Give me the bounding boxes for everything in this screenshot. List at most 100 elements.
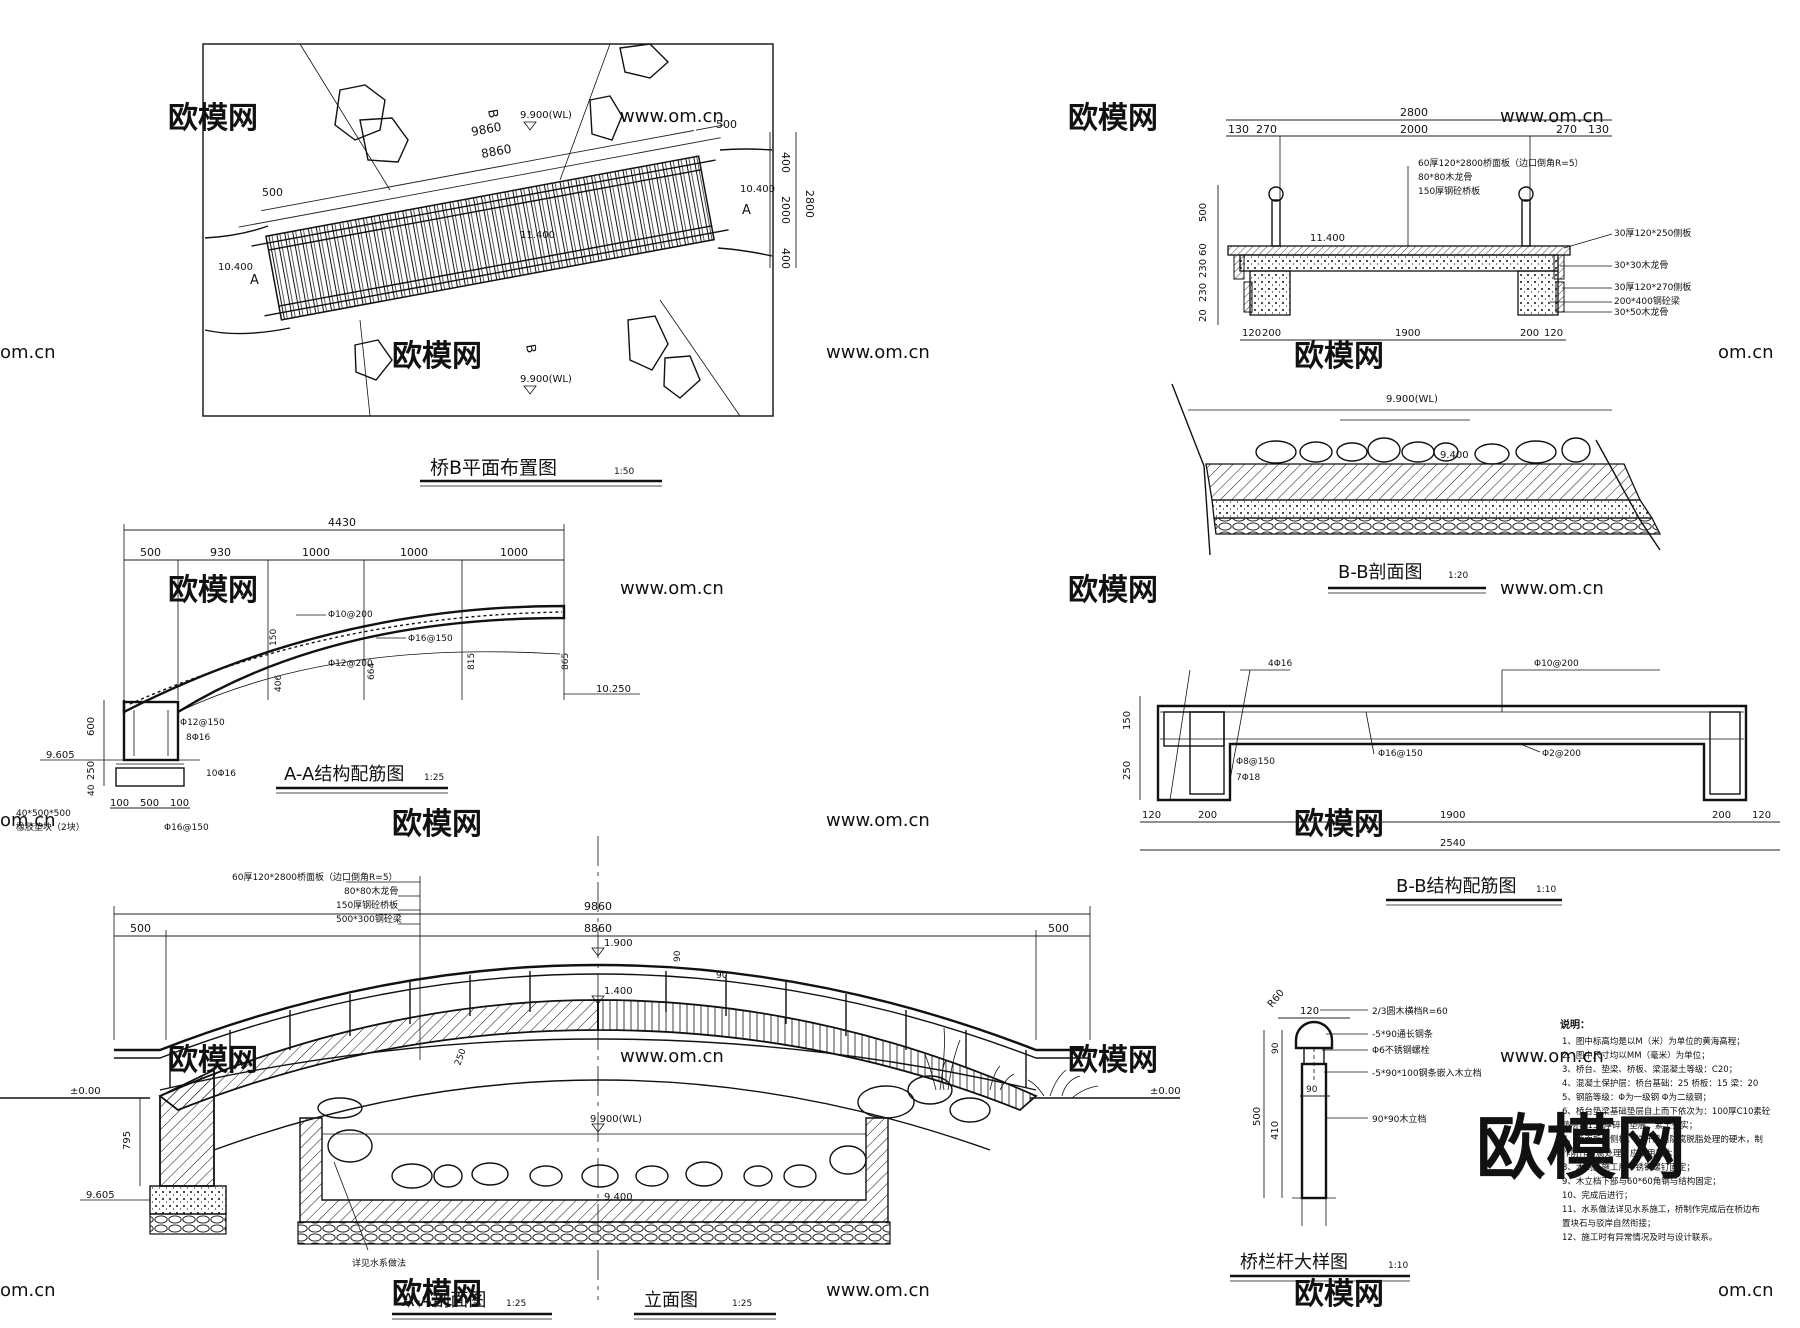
bb-dim-130: 130 — [1228, 123, 1249, 136]
elev-title: 立面图 — [644, 1290, 698, 1311]
bb-rebar-label: 7Φ18 — [1236, 773, 1261, 783]
bb-dim-120: 120 — [1242, 328, 1261, 339]
elev-dim-795: 795 — [122, 1131, 133, 1150]
bb-riverbed-stones — [1255, 437, 1591, 465]
bb-dim-230: 230 — [1198, 283, 1209, 302]
aa-vdim-406: 406 — [274, 675, 284, 692]
aa-pad — [115, 767, 185, 787]
plan-dim-8860: 8860 — [480, 142, 513, 161]
watermark-url: www.om.cn — [826, 342, 930, 363]
plan-stone — [619, 43, 670, 79]
bb-rebar-stirrup — [1163, 711, 1225, 747]
notes-item: 垫层、150厚碎石垫层、素土夯实； — [1562, 1120, 1697, 1131]
railing-label: 2/3圆木横档R=60 — [1372, 1005, 1448, 1017]
aa-dim-1000: 1000 — [500, 546, 528, 559]
railing-detail: 120 R60 90 500 410 90 2/3圆木横档R=60 -5*90通… — [1230, 988, 1482, 1282]
notes-heading: 说明： — [1560, 1018, 1590, 1031]
elev-section-scale: 1:25 — [506, 1299, 526, 1309]
bb-level-bed: 9.400 — [1440, 450, 1469, 461]
aa-dim-100: 100 — [170, 798, 189, 809]
bb-note: 60厚120*2800桥面板（边口倒角R=5） — [1418, 157, 1584, 169]
bb-note: 150厚钢砼桥板 — [1418, 185, 1480, 197]
plan-stone — [334, 84, 386, 141]
plan-centerline — [559, 43, 611, 181]
railing-dim-r60: R60 — [1266, 988, 1287, 1010]
railing-dim-120: 120 — [1300, 1006, 1319, 1017]
bb-rebar-leader — [1229, 669, 1251, 781]
aa-dim-500: 500 — [140, 546, 161, 559]
plan-title: 桥B平面布置图 — [430, 457, 557, 479]
bb-rebar-title: B-B结构配筋图 — [1396, 876, 1517, 897]
watermark-brand: 欧模网 — [392, 1277, 482, 1312]
aa-rebar-label: 10Φ16 — [206, 769, 236, 779]
railing-dim-410: 410 — [1270, 1121, 1281, 1140]
elev-level-marker — [591, 995, 605, 1005]
bb-beam — [1249, 270, 1291, 316]
bb-dim-270: 270 — [1556, 123, 1577, 136]
elev-level-right-ground: ±0.00 — [1150, 1086, 1181, 1097]
aa-arch-slab — [122, 604, 566, 714]
bb-level-water: 9.900(WL) — [1386, 394, 1438, 405]
bb-rebar-label: Φ10@200 — [1534, 659, 1579, 669]
aa-level-right: 10.250 — [596, 684, 631, 695]
watermark-url: www.om.cn — [826, 1280, 930, 1301]
bb-rebar-leader — [1365, 711, 1375, 755]
watermark-url: om.cn — [0, 342, 56, 363]
plan-level-right: 10.400 — [740, 184, 775, 195]
elev-footing — [149, 1185, 227, 1215]
plan-deck-rail — [278, 225, 712, 307]
bb-note: 30*30木龙骨 — [1614, 259, 1668, 271]
watermark-brand: 欧模网 — [1068, 573, 1158, 608]
railing-dim-90: 90 — [1306, 1085, 1318, 1095]
bb-side-board — [1553, 254, 1565, 280]
elev-level-crown: 1.900 — [604, 938, 633, 949]
elev-footing-base — [149, 1213, 227, 1235]
elev-dim-90: 90 — [716, 971, 728, 981]
bb-dim-200: 200 — [1262, 328, 1281, 339]
railing-label: -5*90*100钢条嵌入木立档 — [1372, 1067, 1482, 1079]
watermark-url: www.om.cn — [826, 810, 930, 831]
elev-leader — [333, 1161, 369, 1251]
plan-level-marker — [523, 121, 537, 131]
watermark-brand: 欧模网 — [168, 573, 258, 608]
aa-rebar-label: Φ16@150 — [164, 823, 209, 833]
watermark-url: www.om.cn — [1500, 578, 1604, 599]
plan-level-marker — [523, 385, 537, 395]
notes-item: 6、桥台垫梁基础垫层自上而下依次为：100厚C10素砼 — [1562, 1106, 1771, 1117]
watermark-layer: 欧模网 www.om.cn 欧模网 www.om.cn om.cn 欧模网 ww… — [0, 101, 1774, 1312]
bb-rebar-leader — [1169, 669, 1191, 801]
bb-dim-230: 230 — [1198, 259, 1209, 278]
elev-level-bed: 9.400 — [604, 1192, 633, 1203]
bb-rebar-dim-1900: 1900 — [1440, 810, 1465, 821]
plan-stone — [663, 355, 701, 399]
aa-rebar-scale: 1:25 — [424, 773, 444, 783]
notes-item: 7、桥面板、侧板、栏杆采用防腐脱脂处理的硬木，制 — [1562, 1134, 1763, 1145]
notes-item: 作前作防腐处理，应采用桩木； — [1562, 1148, 1681, 1159]
bb-concrete-slab — [1239, 254, 1559, 272]
notes-item: 1、图中标高均是以M（米）为单位的黄海高程； — [1562, 1036, 1745, 1047]
plan-dim-2000: 2000 — [779, 196, 792, 224]
railing-dim-90: 90 — [1271, 1042, 1281, 1054]
aa-rebar-label: Φ12@150 — [180, 718, 225, 728]
plan-bank — [719, 148, 773, 151]
aa-rebar-label: Φ12@200 — [328, 659, 373, 669]
aa-rebar-label: Φ16@150 — [408, 634, 453, 644]
bb-post — [1521, 199, 1531, 247]
elev-handrail — [114, 963, 1090, 1052]
bb-rebar-label: Φ16@150 — [1378, 749, 1423, 759]
watermark-brand: 欧模网 — [392, 339, 482, 374]
aa-vdim-815: 815 — [467, 653, 477, 670]
plan-railing-line — [251, 159, 716, 247]
elev-water-note: 详见水系做法 — [352, 1257, 406, 1269]
plan-deck-boards — [265, 155, 715, 321]
elev-deck-top — [159, 1038, 1037, 1091]
aa-rebar-label: 8Φ16 — [186, 733, 211, 743]
notes-item: 10、完成后进行； — [1562, 1190, 1632, 1201]
elev-level-marker — [591, 947, 605, 957]
plan-dim-2800: 2800 — [803, 190, 816, 218]
elev-note: 60厚120*2800桥面板（边口倒角R=5） — [232, 871, 398, 883]
elev-dim-90: 90 — [673, 950, 683, 962]
plan-dim-500: 500 — [262, 186, 283, 199]
bb-rebar-label: 4Φ16 — [1268, 659, 1293, 669]
